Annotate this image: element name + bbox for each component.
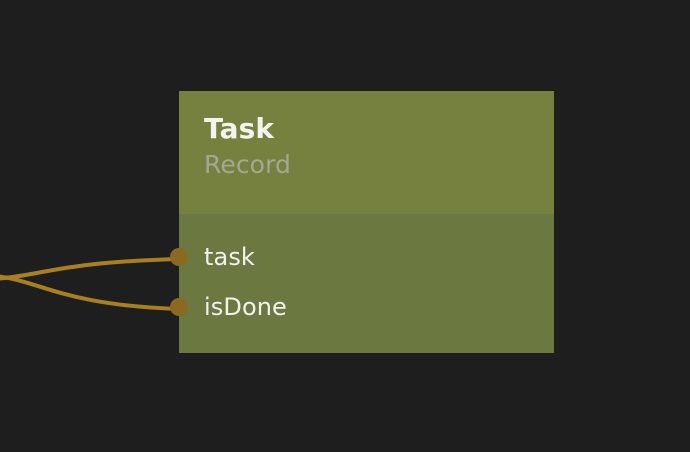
- node-title: Task: [204, 112, 275, 145]
- port-dot-icon-task[interactable]: [170, 248, 188, 266]
- node-subtitle: Record: [204, 150, 291, 179]
- node-header[interactable]: Task Record: [179, 91, 554, 214]
- node-body: task isDone: [170, 214, 554, 353]
- edge-to-task[interactable]: [0, 257, 182, 281]
- field-row-task[interactable]: task: [170, 232, 554, 282]
- port-dot-icon-isdone[interactable]: [170, 298, 188, 316]
- edge-to-isdone[interactable]: [0, 274, 182, 311]
- node-task[interactable]: Task Record task isDone: [170, 91, 554, 353]
- field-label-task: task: [204, 243, 255, 271]
- field-row-isdone[interactable]: isDone: [170, 282, 554, 332]
- field-label-isdone: isDone: [204, 293, 287, 321]
